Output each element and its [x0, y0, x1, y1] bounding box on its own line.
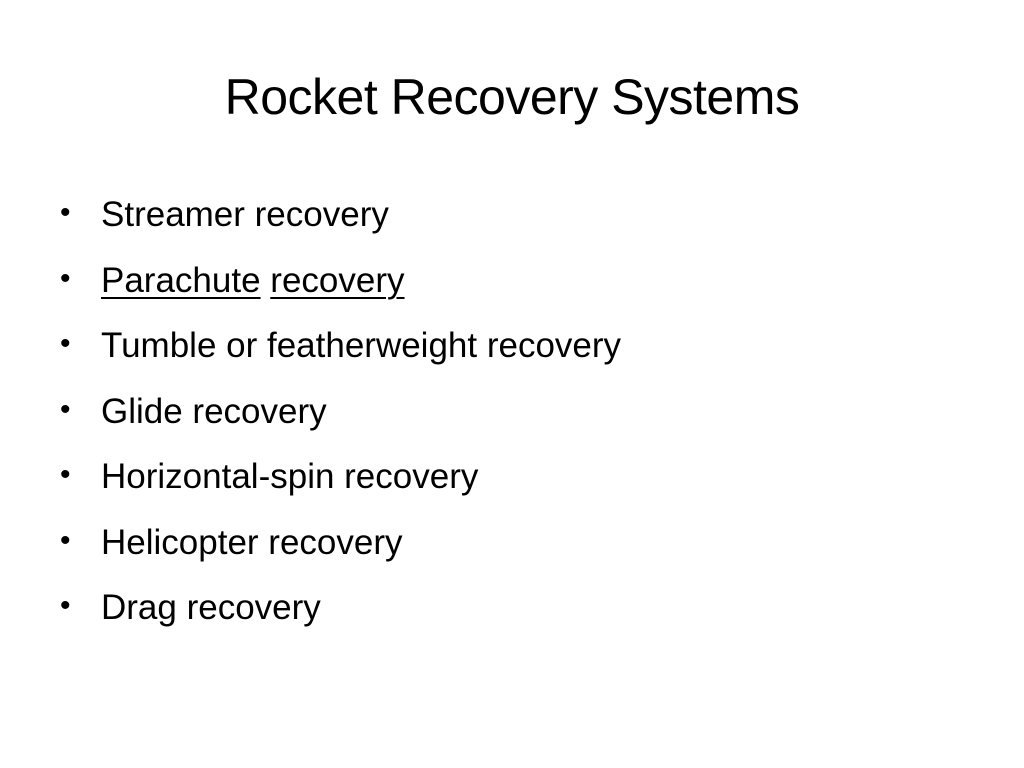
bullet-icon: •	[60, 589, 71, 622]
bullet-icon: •	[60, 196, 71, 229]
list-item: • Tumble or featherweight recovery	[60, 313, 621, 379]
list-item: • Horizontal-spin recovery	[60, 444, 621, 510]
list-item-text: Horizontal-spin recovery	[101, 457, 479, 496]
list-item: • Streamer recovery	[60, 182, 621, 248]
bullet-icon: •	[60, 523, 71, 557]
list-item: • Drag recovery	[60, 575, 621, 641]
list-item: • Helicopter recovery	[60, 510, 621, 576]
bullet-icon: •	[60, 392, 71, 426]
list-item: • Parachute recovery	[60, 248, 621, 314]
parachute-link[interactable]: Parachute	[101, 260, 261, 300]
bullet-icon: •	[60, 327, 71, 360]
list-item: • Glide recovery	[60, 379, 621, 445]
bullet-icon: •	[60, 261, 71, 295]
recovery-link[interactable]: recovery	[270, 260, 405, 300]
slide-title: Rocket Recovery Systems	[224, 69, 800, 125]
list-item-text: Drag recovery	[101, 588, 321, 627]
list-item-text: Helicopter recovery	[101, 522, 403, 562]
list-item-text: Tumble or featherweight recovery	[101, 326, 622, 365]
list-item-text: Glide recovery	[101, 391, 327, 431]
list-item-text: Streamer recovery	[101, 195, 389, 234]
bullet-icon: •	[60, 458, 71, 491]
bullet-list: • Streamer recovery • Parachute recovery…	[60, 182, 621, 641]
